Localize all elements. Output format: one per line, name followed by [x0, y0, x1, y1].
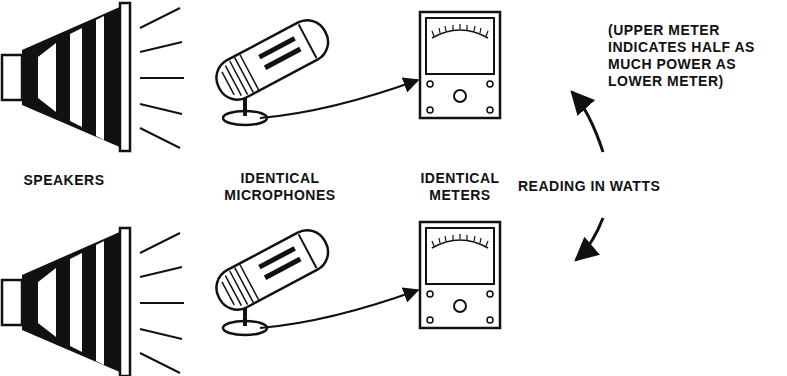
microphone-upper [209, 13, 335, 125]
meters-label: IDENTICAL METERS [412, 170, 508, 204]
curved-arrow-upper [572, 92, 603, 152]
speaker-lower [2, 228, 184, 376]
curved-arrow-lower [576, 218, 603, 260]
reading-label: READING IN WATTS [518, 178, 698, 195]
microphones-label: IDENTICAL MICROPHONES [220, 170, 340, 204]
meter-upper [420, 12, 500, 118]
note-text: (UPPER METER INDICATES HALF AS MUCH POWE… [608, 22, 768, 90]
cable-lower [260, 290, 418, 328]
speaker-upper [2, 3, 184, 151]
microphone-lower [209, 223, 335, 335]
speakers-label: SPEAKERS [8, 172, 120, 189]
cable-upper [260, 80, 418, 118]
meter-lower [420, 222, 500, 328]
